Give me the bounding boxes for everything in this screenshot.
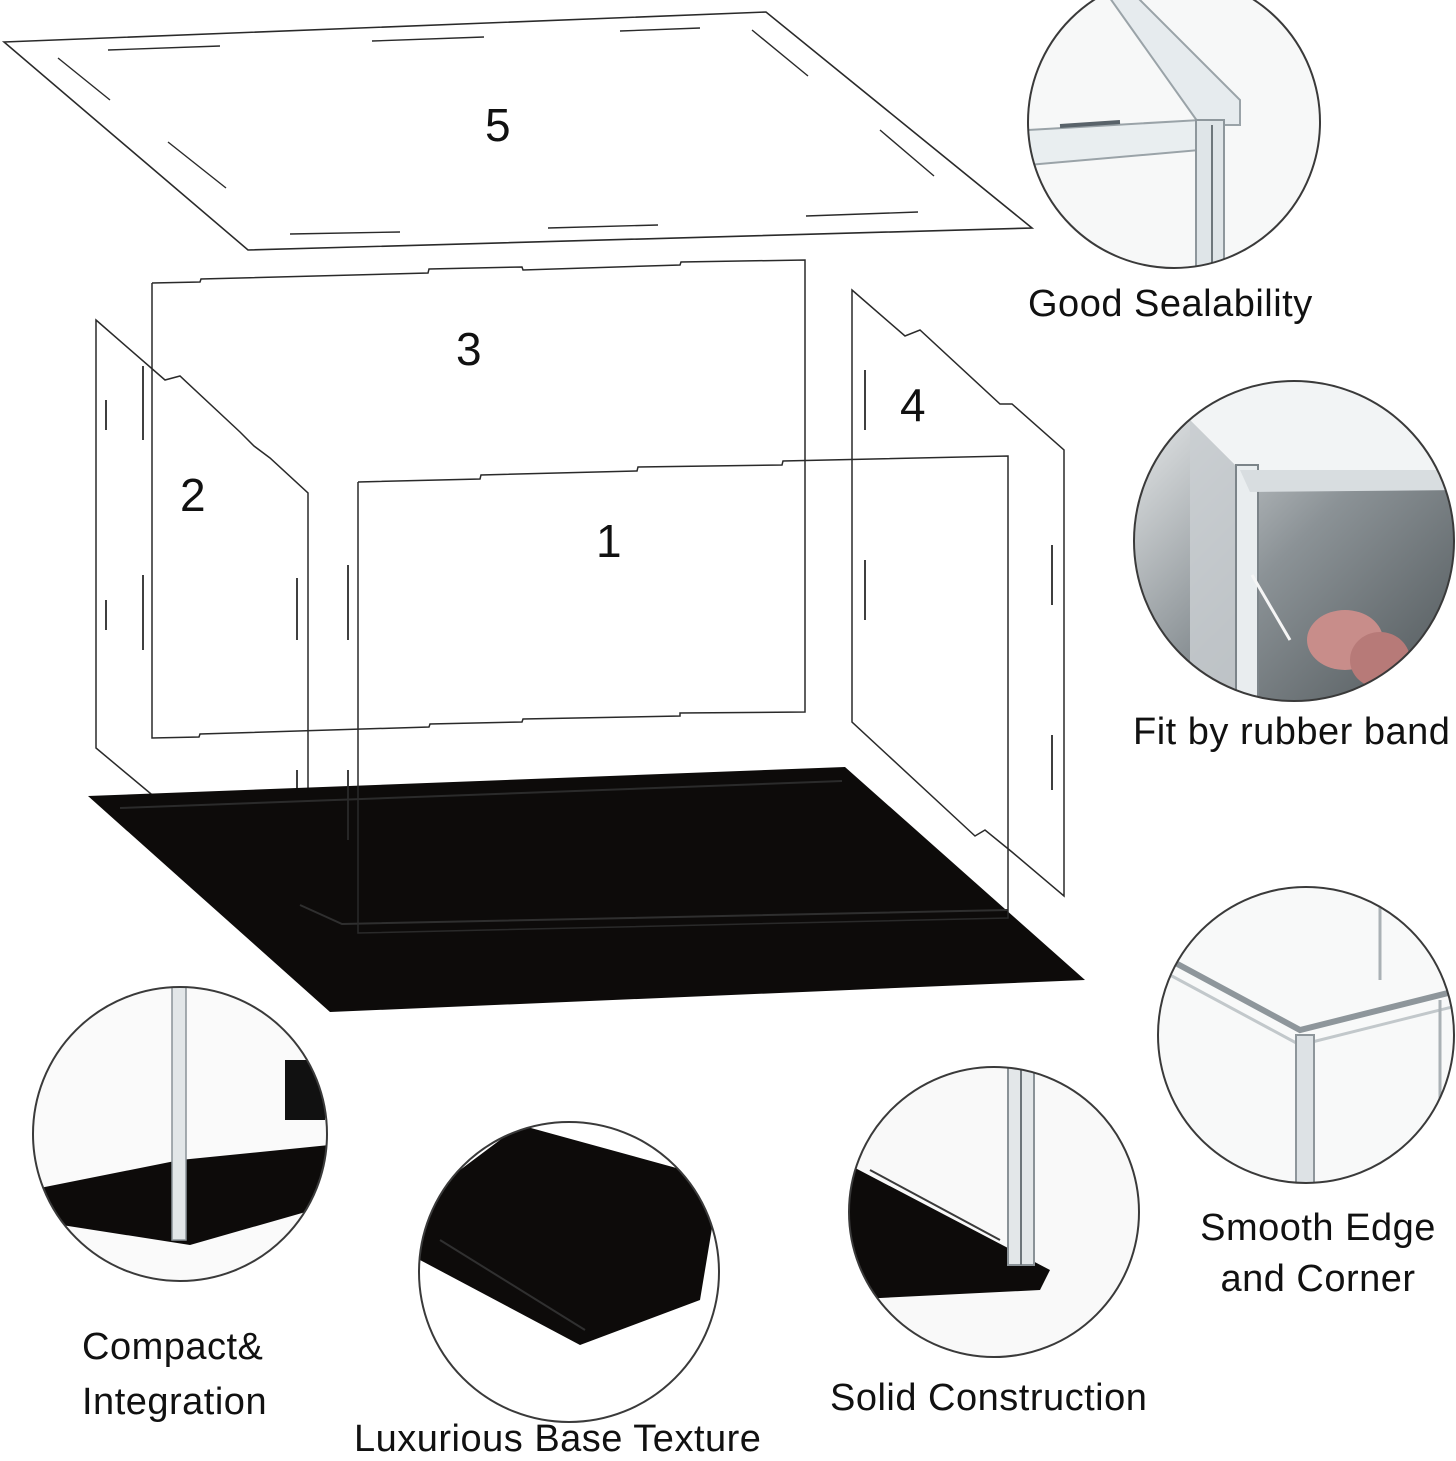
right-panel (851, 288, 1065, 898)
detail-circle-smooth-edge (1157, 886, 1455, 1184)
caption-compact-line1: Compact& (82, 1326, 264, 1368)
detail-circle-luxurious (418, 1121, 720, 1423)
caption-good-sealability: Good Sealability (1028, 283, 1313, 325)
black-base (88, 767, 1085, 1012)
detail-circle-sealability (1027, 0, 1321, 269)
caption-smooth-edge-line2: and Corner (1220, 1258, 1416, 1300)
panel-number-5: 5 (485, 99, 511, 151)
panel-number-4: 4 (900, 379, 926, 431)
back-panel (151, 259, 806, 739)
panel-number-2: 2 (180, 469, 206, 521)
caption-compact-integration: Compact& Integration (82, 1326, 267, 1424)
detail-circle-compact (32, 986, 328, 1282)
caption-smooth-edge: Smooth Edge and Corner (1180, 1207, 1456, 1301)
detail-circle-rubber-band (1133, 380, 1455, 702)
front-panel (347, 455, 1009, 934)
detail-circle-solid (848, 1066, 1140, 1358)
caption-solid-construction: Solid Construction (830, 1377, 1148, 1419)
caption-smooth-edge-line1: Smooth Edge (1200, 1207, 1436, 1249)
caption-compact-line2: Integration (82, 1381, 268, 1423)
caption-fit-by-rubber-band: Fit by rubber band (1133, 711, 1451, 753)
caption-luxurious-base-texture: Luxurious Base Texture (354, 1418, 762, 1460)
panel-number-3: 3 (456, 323, 482, 375)
top-panel (1, 11, 1035, 251)
panel-number-1: 1 (596, 515, 622, 567)
